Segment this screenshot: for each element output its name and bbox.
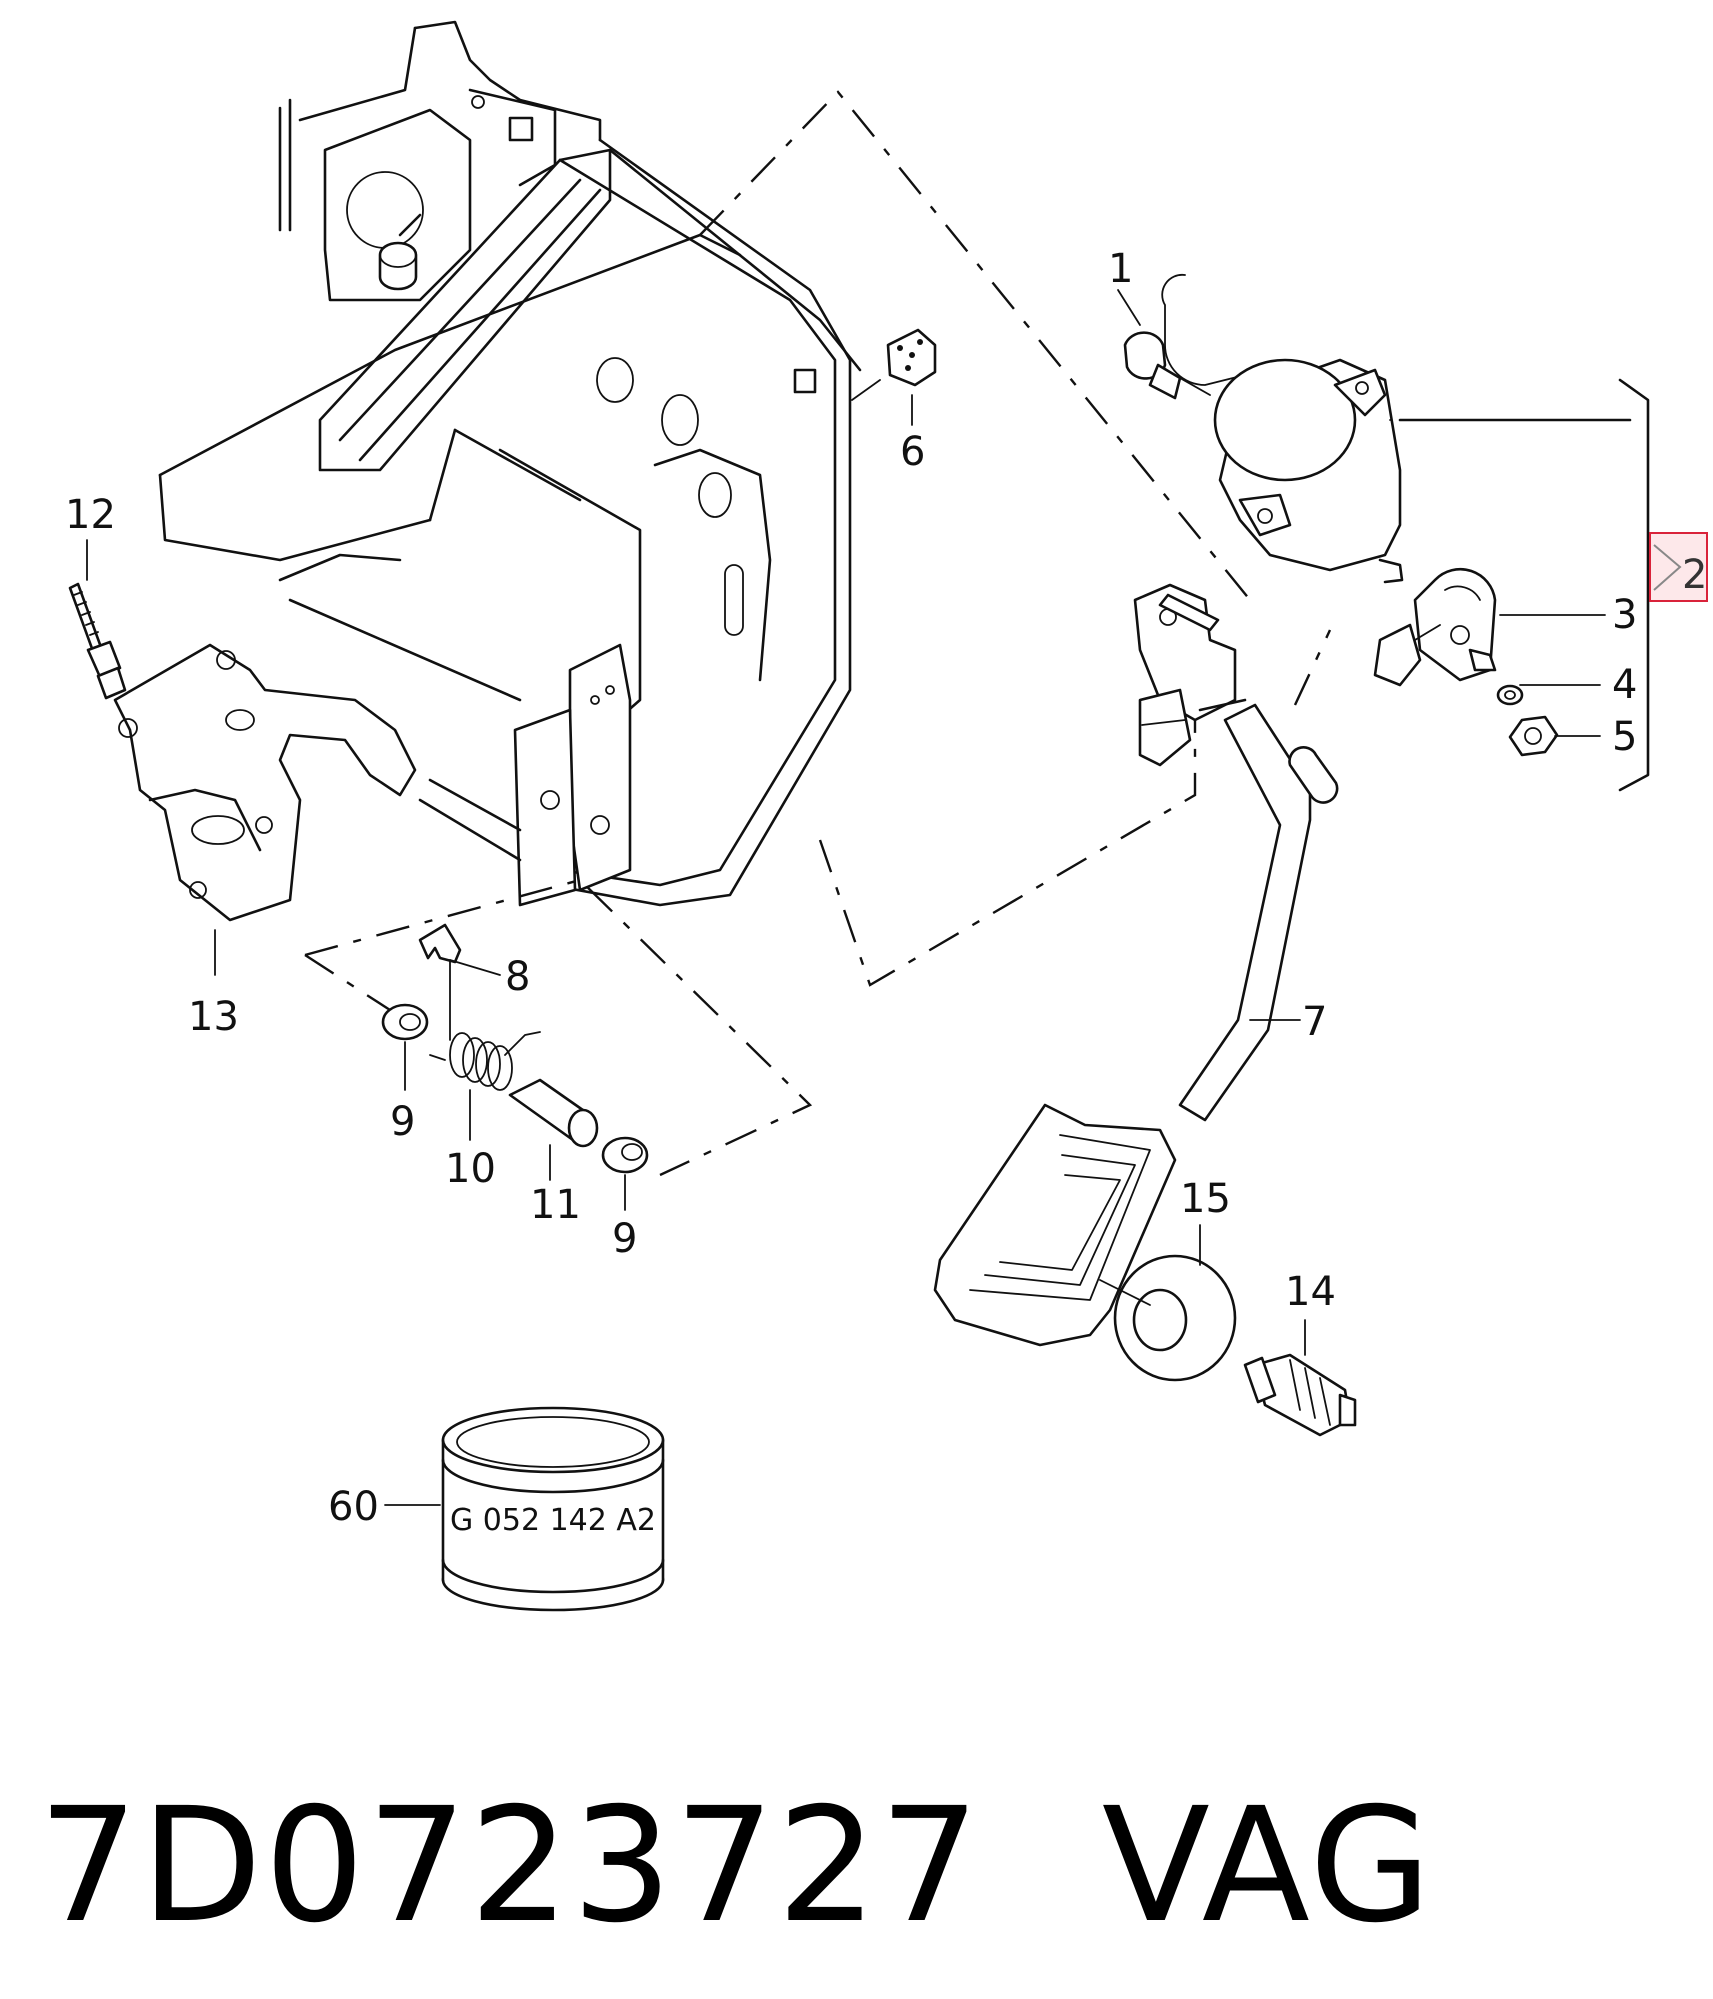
- callout-8: 8: [505, 954, 530, 1000]
- callout-15: 15: [1180, 1176, 1231, 1222]
- callout-3: 3: [1612, 592, 1637, 638]
- pedal-bracket: [113, 20, 862, 922]
- part-number: 7D0723727: [38, 1774, 982, 1958]
- callout-14: 14: [1285, 1269, 1336, 1315]
- leader-lines: [86, 289, 1606, 1506]
- callout-6: 6: [900, 429, 925, 475]
- callout-1: 1: [1108, 246, 1133, 292]
- grease-tin: [441, 1406, 665, 1612]
- callout-9-right: 9: [612, 1216, 637, 1262]
- part-number-footer: 7D0723727 VAG: [38, 1745, 1678, 1945]
- group-bracket: [1398, 378, 1650, 792]
- callout-60: 60: [328, 1484, 379, 1530]
- clip-part-6: [886, 328, 937, 387]
- grease-tin-label: G 052 142 A2: [450, 1503, 656, 1538]
- brand-name: VAG: [1101, 1774, 1434, 1958]
- callout-13: 13: [188, 994, 239, 1040]
- callout-2: 2: [1682, 552, 1707, 598]
- pedal-sender: [1123, 273, 1559, 757]
- assembly-guide-lines: [304, 90, 1332, 1177]
- callout-10: 10: [445, 1146, 496, 1192]
- callout-12: 12: [65, 492, 116, 538]
- callout-4: 4: [1612, 662, 1637, 708]
- callout-7: 7: [1302, 999, 1327, 1045]
- callout-11: 11: [530, 1182, 581, 1228]
- callout-5: 5: [1612, 714, 1637, 760]
- stud-part-12: [68, 582, 127, 700]
- callout-9-left: 9: [390, 1099, 415, 1145]
- spring-bushing-parts: [381, 923, 649, 1174]
- callout-2-chevron-icon: [1653, 544, 1682, 591]
- accelerator-pedal: [933, 583, 1357, 1437]
